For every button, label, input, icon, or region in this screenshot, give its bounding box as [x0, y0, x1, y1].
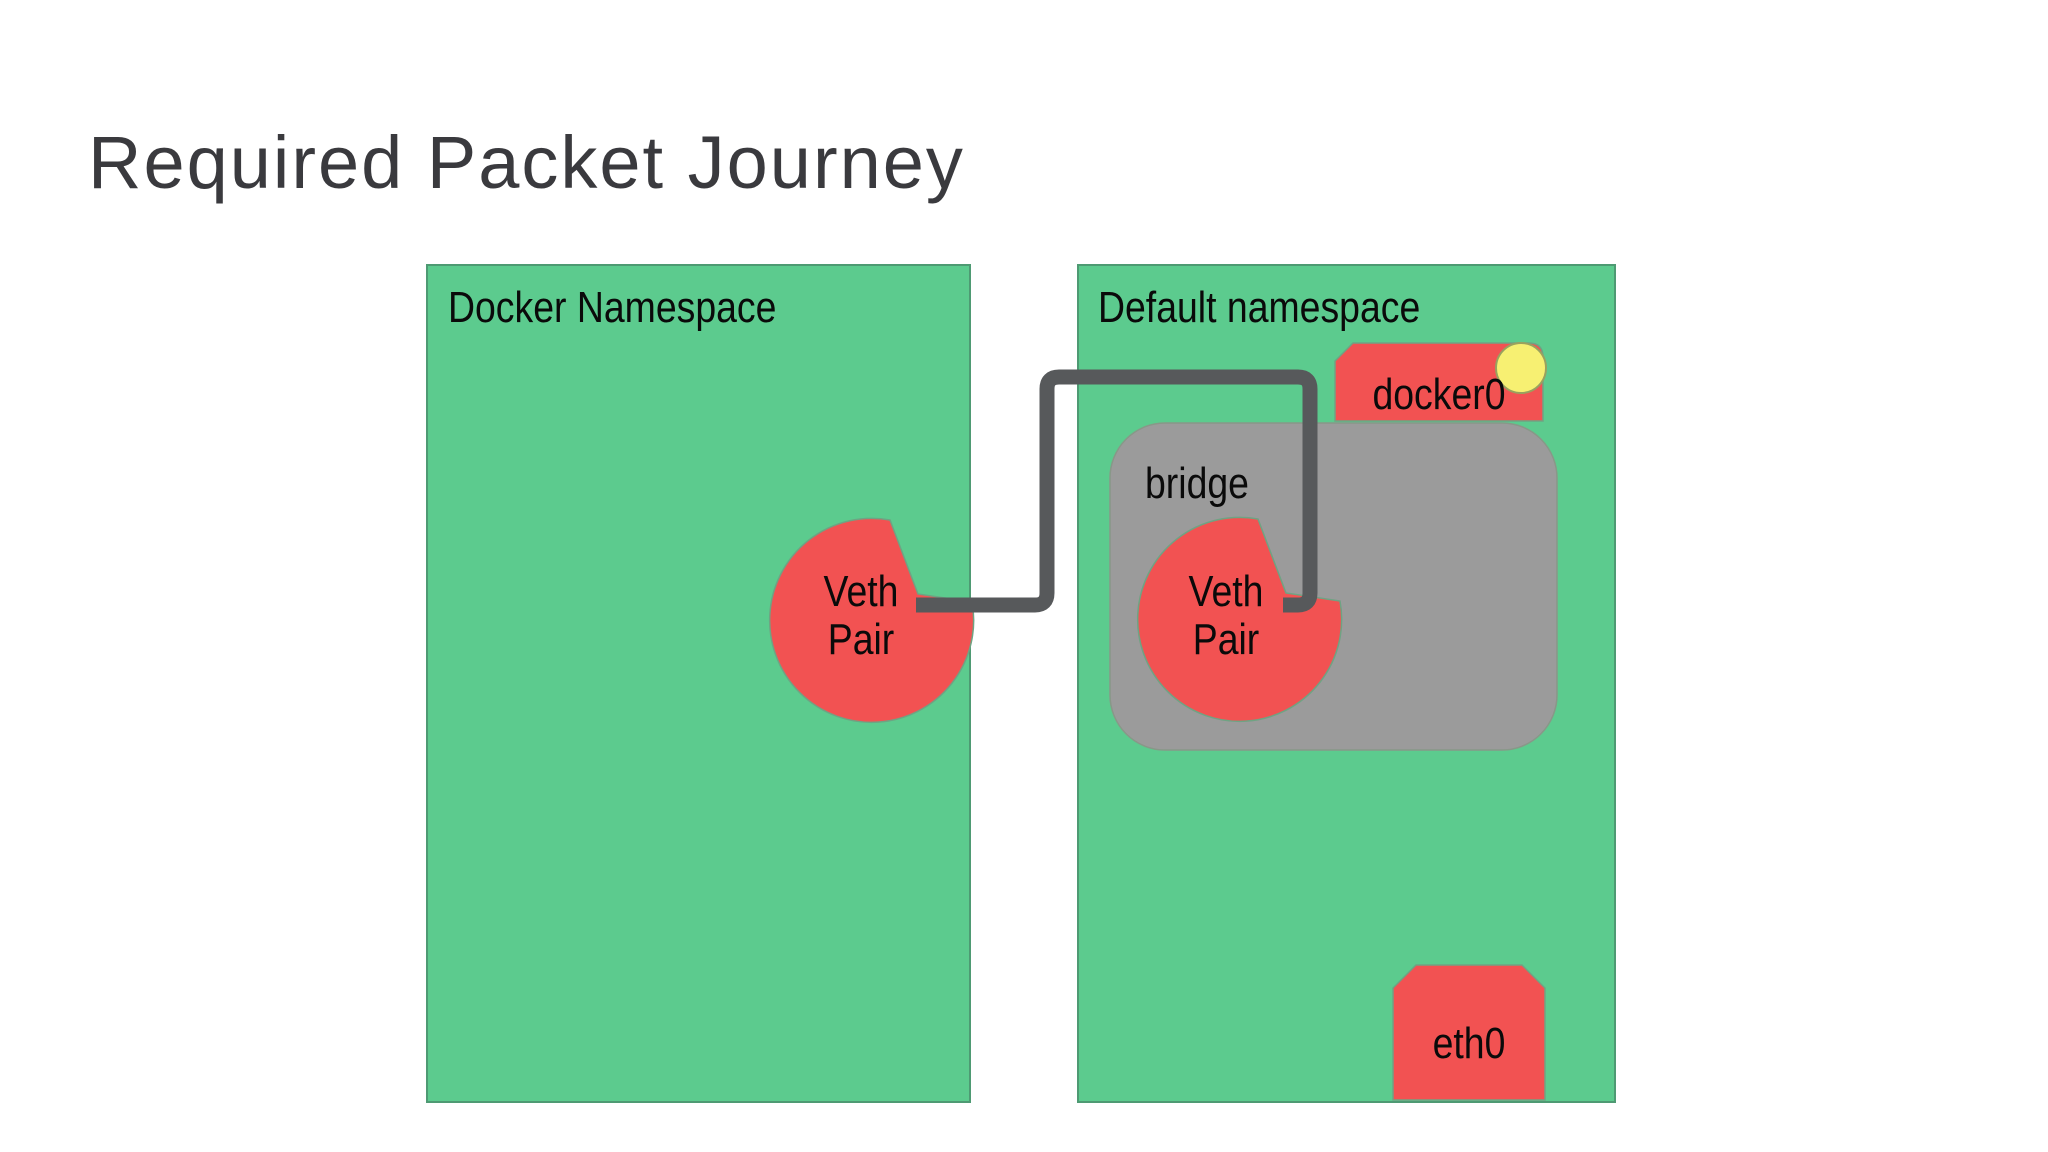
bridge-label: bridge	[1145, 459, 1249, 508]
docker-namespace-label: Docker Namespace	[448, 283, 777, 332]
veth-pair-left-label: Veth Pair	[823, 567, 899, 664]
veth-pair-right-shape	[1136, 516, 1343, 723]
default-namespace-label: Default namespace	[1098, 283, 1421, 332]
veth-pair-right-label: Veth Pair	[1188, 567, 1264, 664]
packet-journey-connector	[916, 369, 1318, 613]
docker0-label: docker0	[1372, 370, 1506, 419]
eth0-label: eth0	[1432, 1019, 1506, 1068]
docker0-port-dot	[1495, 342, 1547, 394]
slide-title: Required Packet Journey	[88, 121, 965, 204]
veth-pair-left-shape	[768, 517, 975, 724]
eth0-shape	[1392, 964, 1546, 1101]
